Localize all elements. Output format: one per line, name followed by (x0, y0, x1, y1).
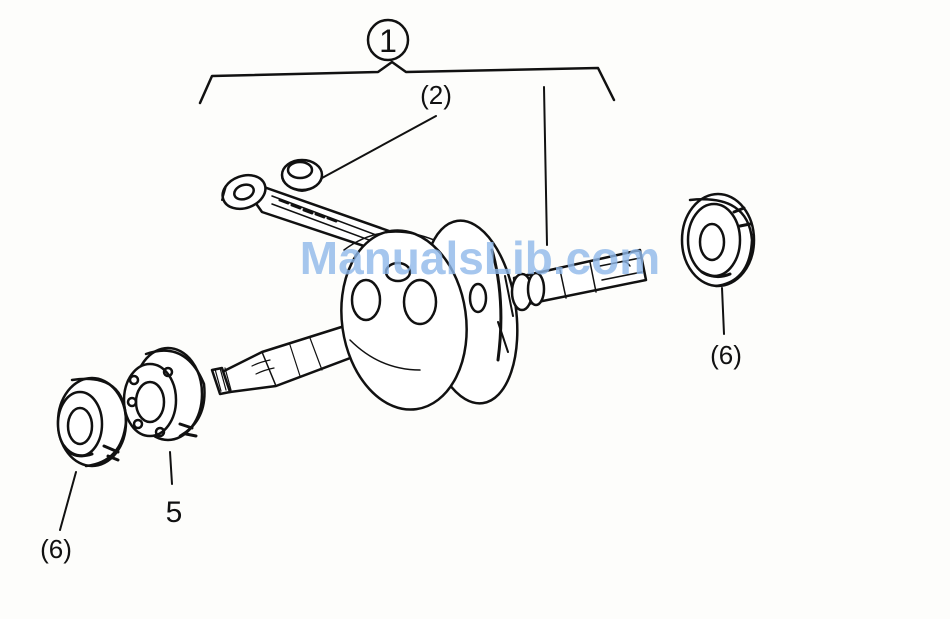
small-end-bearing (282, 160, 322, 191)
ball-bearing (124, 348, 205, 440)
callout-connecting-rod: (2) (420, 80, 452, 110)
leader-connecting-rod (322, 116, 436, 178)
oil-seal-right (682, 194, 754, 286)
leader-bearing (170, 452, 172, 484)
leader-oil-seal-left (60, 472, 76, 530)
callout-oil-seal-right: (6) (710, 340, 742, 370)
oil-seal-left (58, 378, 126, 466)
callout-oil-seal-left: (6) (40, 534, 72, 564)
watermark-logo: ManualsLib.com (300, 232, 660, 284)
callout-assembly-number: 1 (379, 23, 397, 59)
assembly-bracket (200, 62, 614, 245)
callout-assembly: 1 (368, 20, 408, 60)
callout-bearing: 5 (166, 496, 183, 529)
leader-oil-seal-right (722, 288, 724, 334)
